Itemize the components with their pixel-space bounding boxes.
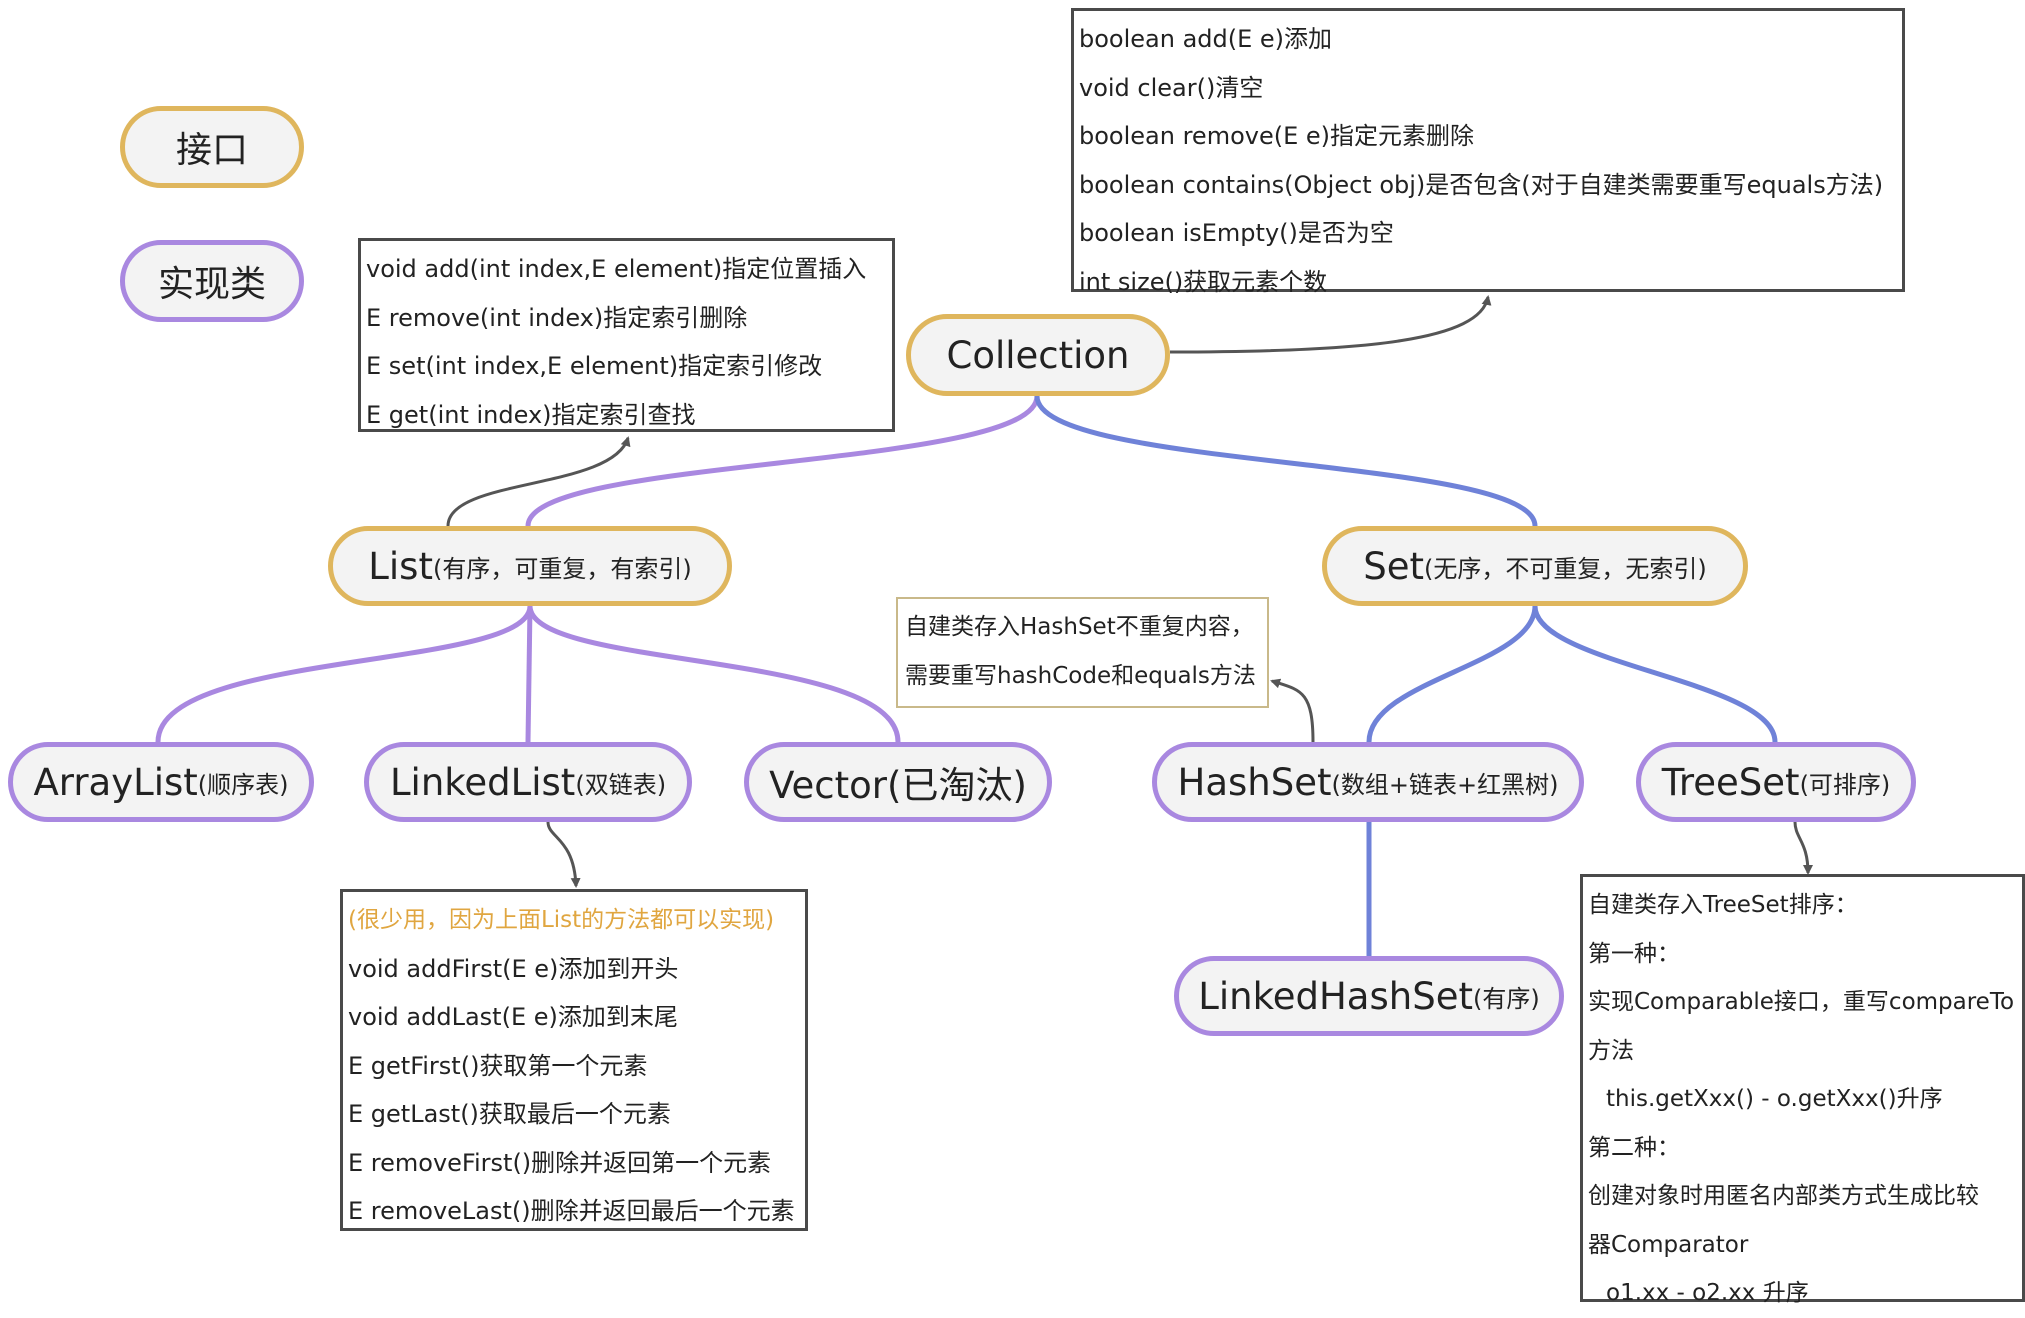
node-vector: Vector(已淘汰) [744, 742, 1052, 822]
node-list-desc: (有序，可重复，有索引) [432, 554, 692, 583]
node-collection: Collection [906, 314, 1170, 396]
node-arraylist-name: ArrayList [33, 760, 198, 804]
legend-implementation: 实现类 [120, 240, 304, 322]
line-list-arraylist [155, 605, 533, 743]
legend-implementation-label: 实现类 [157, 264, 266, 305]
method-line: void clear()清空 [1079, 73, 1264, 102]
note-line: 器Comparator [1588, 1231, 1749, 1258]
note-line: 方法 [1588, 1037, 1634, 1064]
note-line: 自建类存入HashSet不重复内容， [905, 614, 1254, 640]
note-line: o1.xx - o2.xx 升序 [1606, 1280, 1809, 1306]
treeset-note-box: 自建类存入TreeSet排序： 第一种： 实现Comparable接口，重写co… [1580, 874, 2025, 1306]
node-treeset: TreeSet(可排序) [1636, 742, 1916, 822]
arrow-collection-methods [1169, 295, 1492, 354]
note-line: 第一种： [1588, 940, 1680, 967]
method-line: E remove(int index)指定索引删除 [366, 303, 748, 332]
note-line: this.getXxx() - o.getXxx()升序 [1606, 1086, 1943, 1112]
method-line: E getFirst()获取第一个元素 [348, 1051, 648, 1080]
hashset-note-box: 自建类存入HashSet不重复内容， 需要重写hashCode和equals方法 [896, 597, 1269, 708]
node-linkedlist: LinkedList(双链表) [364, 742, 692, 822]
node-linkedhashset-name: LinkedHashSet [1198, 974, 1473, 1018]
node-hashset-name: HashSet [1177, 760, 1332, 804]
arrow-hashset-note [1270, 678, 1315, 743]
list-methods-box: void add(int index,E element)指定位置插入 E re… [358, 238, 895, 432]
line-set-treeset [1532, 605, 1778, 743]
method-line: boolean remove(E e)指定元素删除 [1079, 122, 1475, 150]
method-line: E getLast()获取最后一个元素 [348, 1100, 671, 1128]
node-hashset-desc: (数组+链表+红黑树) [1331, 770, 1559, 799]
note-line: 需要重写hashCode和equals方法 [905, 663, 1256, 689]
node-list-name: List [368, 544, 433, 588]
line-collection-set [1034, 395, 1538, 527]
collection-methods-box: boolean add(E e)添加 void clear()清空 boolea… [1071, 8, 1905, 296]
arrow-treeset-note [1793, 821, 1813, 875]
node-collection-name: Collection [946, 333, 1130, 377]
node-arraylist-desc: (顺序表) [197, 770, 289, 799]
method-line: E removeLast()删除并返回最后一个元素 [348, 1197, 795, 1225]
note-line: 实现Comparable接口，重写compareTo [1588, 989, 2015, 1015]
line-collection-list [525, 395, 1040, 527]
note-line: 第二种： [1588, 1134, 1680, 1161]
legend-interface-label: 接口 [175, 130, 248, 171]
node-hashset: HashSet(数组+链表+红黑树) [1152, 742, 1584, 822]
method-line: void addLast(E e)添加到末尾 [348, 1003, 678, 1031]
node-set-desc: (无序，不可重复，无索引) [1424, 554, 1707, 583]
linkedlist-methods-box: (很少用，因为上面List的方法都可以实现) void addFirst(E e… [340, 889, 808, 1231]
node-set: Set(无序，不可重复，无索引) [1322, 526, 1748, 606]
method-line: boolean add(E e)添加 [1079, 25, 1333, 53]
node-list: List(有序，可重复，有索引) [328, 526, 732, 606]
method-line: E get(int index)指定索引查找 [366, 400, 696, 429]
method-line: void add(int index,E element)指定位置插入 [366, 255, 867, 283]
method-line: boolean contains(Object obj)是否包含(对于自建类需要… [1079, 170, 1884, 199]
method-line: E set(int index,E element)指定索引修改 [366, 352, 823, 380]
method-line: int size()获取元素个数 [1079, 267, 1328, 296]
node-arraylist: ArrayList(顺序表) [8, 742, 314, 822]
node-treeset-desc: (可排序) [1799, 770, 1891, 799]
arrow-list-methods [446, 436, 631, 527]
note-line: 自建类存入TreeSet排序： [1588, 892, 1858, 918]
note-line: 创建对象时用匿名内部类方式生成比较 [1588, 1183, 1979, 1209]
line-list-linkedlist [525, 605, 533, 743]
node-linkedhashset: LinkedHashSet(有序) [1174, 956, 1564, 1036]
legend-interface: 接口 [120, 106, 304, 188]
method-line: void addFirst(E e)添加到开头 [348, 954, 679, 983]
arrow-linkedlist-methods [546, 821, 581, 888]
node-linkedlist-desc: (双链表) [575, 770, 667, 799]
line-set-hashset [1366, 605, 1538, 743]
node-set-name: Set [1363, 544, 1425, 588]
node-vector-name: Vector(已淘汰) [769, 764, 1027, 807]
linkedlist-note-line: (很少用，因为上面List的方法都可以实现) [348, 907, 775, 933]
node-linkedhashset-desc: (有序) [1472, 984, 1540, 1013]
method-line: boolean isEmpty()是否为空 [1079, 219, 1394, 247]
method-line: E removeFirst()删除并返回第一个元素 [348, 1148, 772, 1177]
node-treeset-name: TreeSet [1661, 760, 1800, 804]
line-list-vector [527, 605, 901, 743]
node-linkedlist-name: LinkedList [389, 760, 576, 804]
